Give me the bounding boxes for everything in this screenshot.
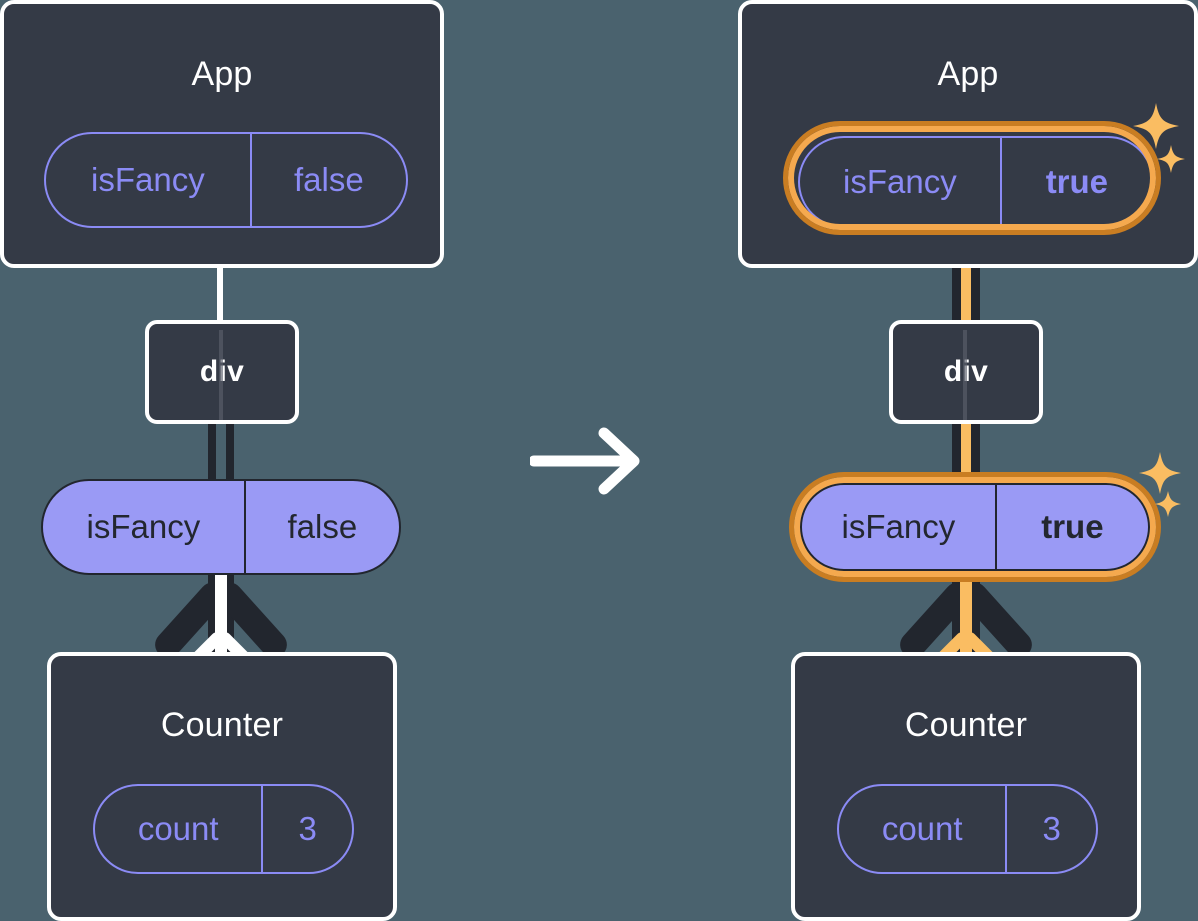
sparkle-icon — [1139, 452, 1181, 494]
counter-title-left: Counter — [160, 706, 284, 744]
counter-box-right[interactable]: Counter count 3 — [791, 652, 1141, 921]
wire-div-to-prop-right-a — [952, 420, 961, 482]
wire-div-to-prop-left-b — [226, 420, 234, 480]
wire-prop-to-counter-right-a — [952, 566, 961, 666]
right-arrow-icon — [528, 427, 640, 495]
wire-through-div-right — [963, 330, 967, 420]
counter-state-pill-right[interactable]: count 3 — [837, 784, 1098, 874]
app-state-key-left: isFancy — [46, 134, 252, 226]
arrow-shaft-left — [215, 566, 227, 664]
app-state-pill-left[interactable]: isFancy false — [44, 132, 408, 228]
wire-app-to-div-right-b — [971, 222, 980, 326]
wire-through-div-left — [219, 330, 223, 420]
prop-pill-right[interactable]: isFancy true — [800, 483, 1150, 571]
wire-app-to-div-right-a — [952, 222, 961, 326]
prop-value-left: false — [287, 508, 358, 545]
app-box-right[interactable]: App isFancy true — [738, 0, 1198, 268]
app-state-value-left: false — [294, 161, 364, 198]
app-state-pill-right[interactable]: isFancy true — [798, 136, 1154, 228]
prop-pill-left[interactable]: isFancy false — [41, 479, 401, 575]
counter-state-value-right: 3 — [1042, 810, 1061, 847]
sparkle-icon — [1155, 491, 1181, 517]
sparkle-icon — [1157, 145, 1185, 173]
app-title-right: App — [937, 55, 999, 93]
app-title-left: App — [191, 55, 253, 93]
sparkle-prop-small — [1155, 491, 1181, 522]
app-state-value-right: true — [1045, 163, 1109, 200]
prop-value-right: true — [1041, 508, 1104, 545]
wire-prop-to-counter-left-a — [208, 566, 216, 666]
app-box-left[interactable]: App isFancy false — [0, 0, 444, 268]
arrow-shaft-right — [960, 566, 972, 664]
counter-state-key-left: count — [95, 786, 264, 872]
counter-state-key-right: count — [839, 786, 1008, 872]
prop-key-left: isFancy — [43, 481, 246, 573]
wire-app-to-div-left — [217, 264, 223, 324]
prop-key-right: isFancy — [802, 485, 997, 569]
counter-state-value-left: 3 — [298, 810, 317, 847]
sparkle-icon — [1133, 103, 1179, 149]
wire-div-to-prop-right-b — [971, 420, 980, 482]
wire-div-to-prop-left-a — [208, 420, 216, 480]
counter-state-pill-left[interactable]: count 3 — [93, 784, 354, 874]
app-state-key-right: isFancy — [800, 138, 1002, 226]
sparkle-app-small — [1157, 145, 1185, 178]
counter-title-right: Counter — [904, 706, 1028, 744]
transition-arrow — [528, 425, 645, 497]
wire-highlight-div-to-prop-right — [961, 420, 971, 486]
counter-box-left[interactable]: Counter count 3 — [47, 652, 397, 921]
